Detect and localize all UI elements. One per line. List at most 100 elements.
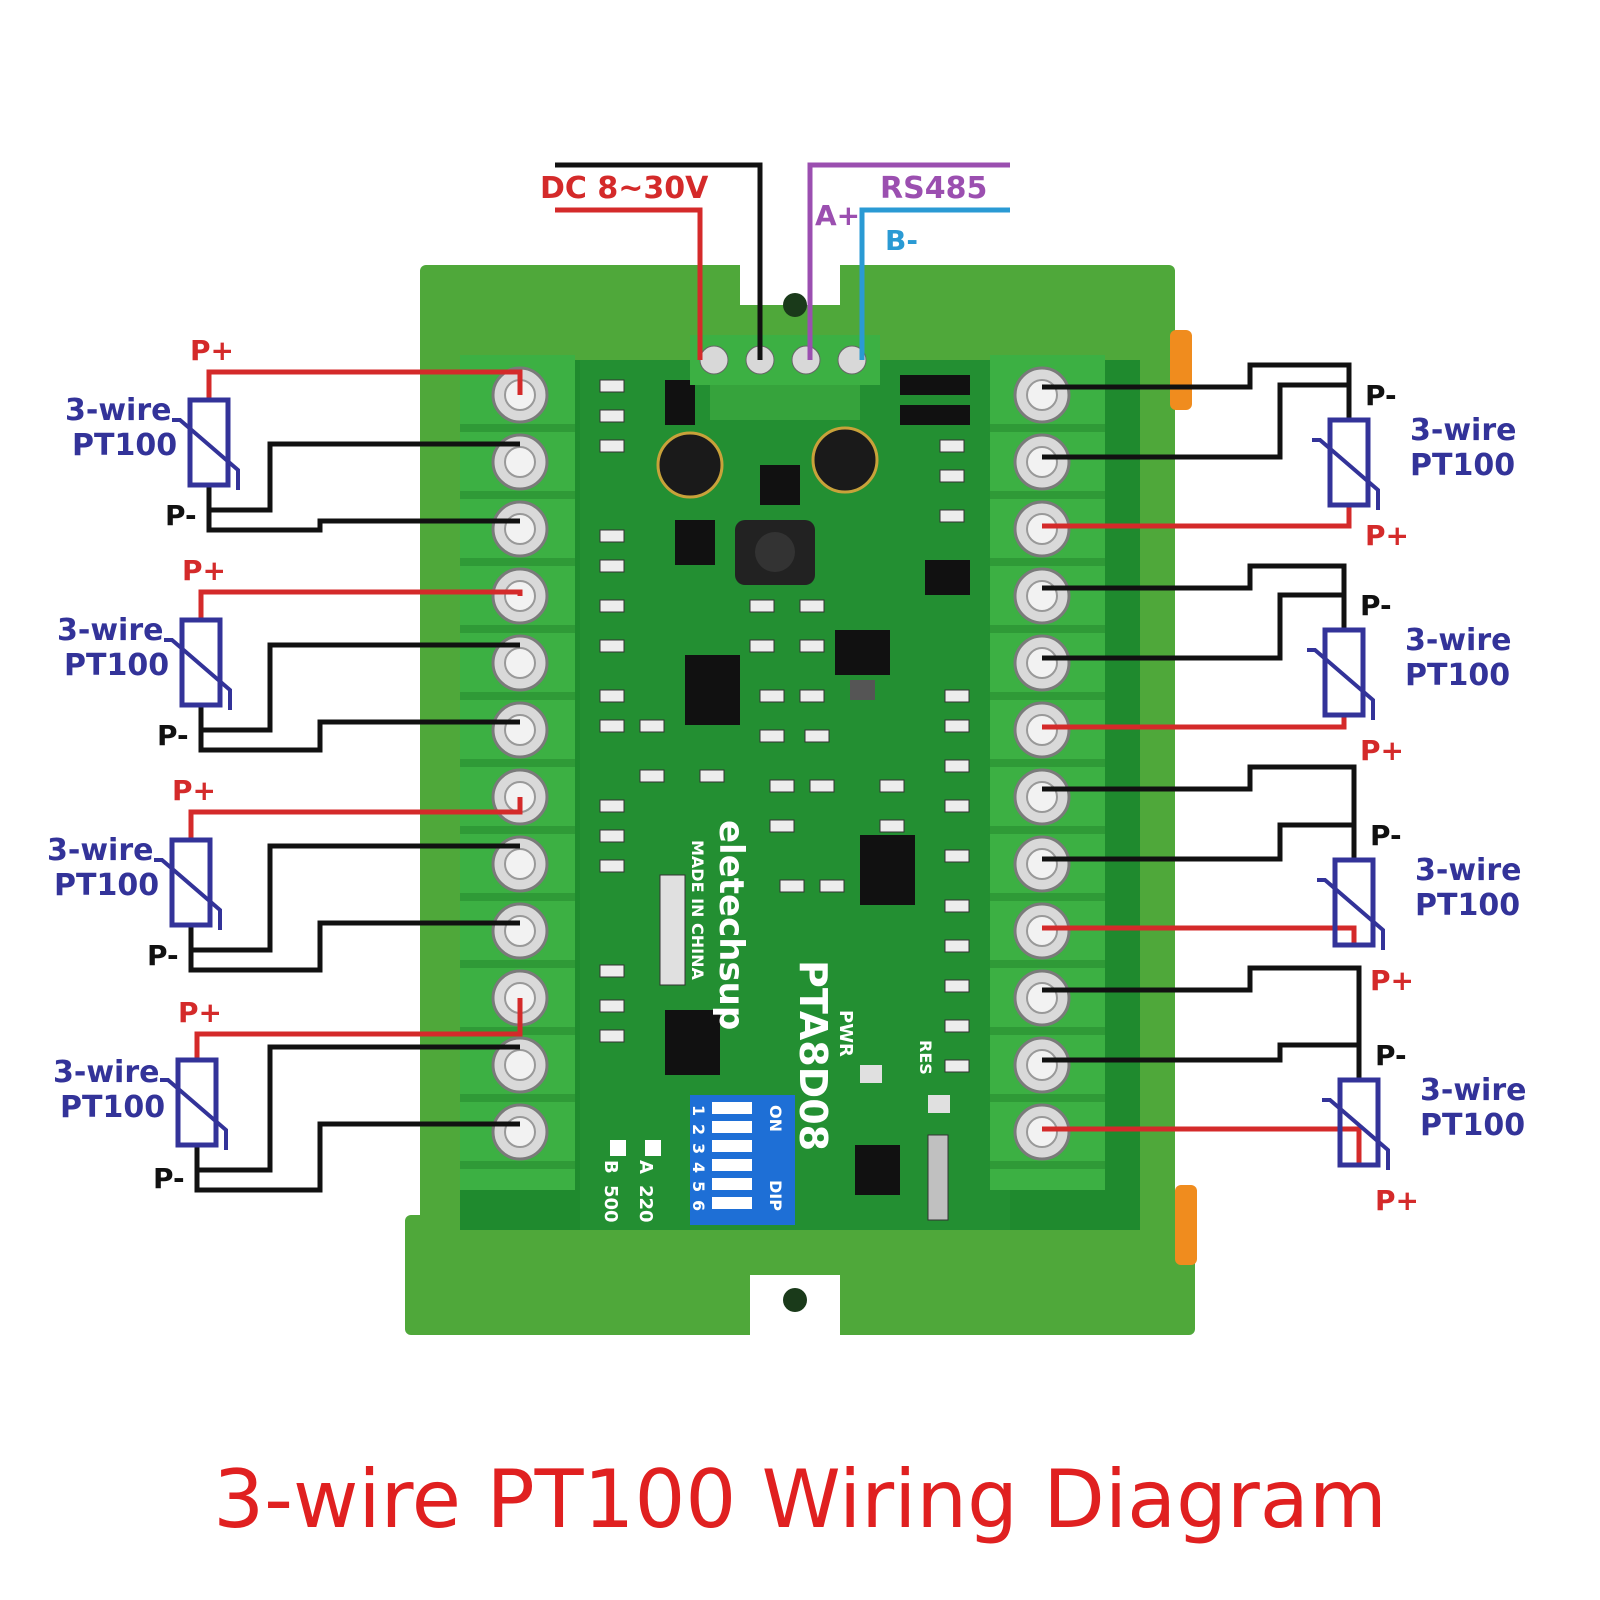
wire-p-minus-a [1042, 965, 1362, 1080]
wire-p-plus [1042, 1126, 1362, 1165]
smd-component [799, 599, 825, 613]
smd-component [804, 729, 830, 743]
smd-component [944, 1019, 970, 1033]
dip-key[interactable] [712, 1197, 752, 1209]
sensor-model-label: PT100 [1420, 1108, 1525, 1143]
smd-component [749, 599, 775, 613]
sensors-left: P+P-3-wirePT100P+P-3-wirePT100P+P-3-wire… [47, 334, 523, 1195]
wire-p-plus [1042, 925, 1357, 945]
origin-text: MADE IN CHINA [688, 840, 707, 980]
smd-component [939, 469, 965, 483]
terminal-divider [990, 893, 1105, 901]
power-rs485-connector [690, 335, 880, 420]
power-label: DC 8~30V [540, 171, 709, 206]
power-rs485-wires [555, 162, 1010, 360]
wire-p-minus-b [201, 642, 520, 733]
thermistor-arrow [160, 1078, 228, 1150]
dip-key[interactable] [712, 1178, 752, 1190]
terminal-divider [990, 491, 1105, 499]
thermistor-arrow [154, 858, 222, 930]
smd-component [769, 819, 795, 833]
rs485-b-label: B- [885, 224, 918, 257]
p-plus-label: P+ [172, 774, 216, 807]
wire-p-plus [198, 589, 523, 620]
baud-220-text: 220 [635, 1185, 656, 1223]
thermistor-arrow [1307, 648, 1375, 720]
pt100-resistor-symbol [1327, 417, 1371, 508]
baud-a-text: A [635, 1160, 656, 1174]
dip-number: 6 [689, 1200, 708, 1211]
p-minus-label: P- [1360, 589, 1392, 622]
terminal-divider [990, 558, 1105, 566]
terminal-divider [990, 1094, 1105, 1102]
smd-component [639, 719, 665, 733]
sensor-type-label: 3-wire [1405, 623, 1511, 658]
smd-parts [599, 379, 970, 1073]
wire-p-plus [206, 369, 523, 400]
sensor-type-label: 3-wire [1420, 1073, 1526, 1108]
smd-component [939, 439, 965, 453]
sensor-model-label: PT100 [60, 1090, 165, 1125]
smd-component [599, 599, 625, 613]
terminal-divider [990, 625, 1105, 633]
dip-key[interactable] [712, 1121, 752, 1133]
model-text: PTA8D08 [791, 960, 835, 1151]
terminal-divider [460, 424, 575, 432]
smd-component [599, 964, 625, 978]
pcb-labels: eletechsup MADE IN CHINA PTA8D08 PWR RES [688, 820, 935, 1151]
terminal-block-right [990, 355, 1105, 1190]
sensor-type-label: 3-wire [1410, 413, 1516, 448]
sensor-type-label: 3-wire [53, 1055, 159, 1090]
smd-component [599, 1029, 625, 1043]
thermistor-arrow [1322, 1098, 1390, 1170]
dip-key[interactable] [712, 1159, 752, 1171]
wire-p-minus-b [1042, 1042, 1359, 1063]
p-minus-label: P- [157, 719, 189, 752]
terminal-divider [460, 1094, 575, 1102]
sensor-model-label: PT100 [64, 648, 169, 683]
res-text: RES [916, 1040, 935, 1075]
dip-key[interactable] [712, 1102, 752, 1114]
smd-component [944, 939, 970, 953]
smd-component [799, 639, 825, 653]
p-plus-label: P+ [1370, 964, 1414, 997]
p-minus-label: P- [147, 939, 179, 972]
dip-number: 2 [689, 1124, 708, 1135]
sensor-model-label: PT100 [1405, 658, 1510, 693]
p-minus-label: P- [1370, 819, 1402, 852]
p-minus-label: P- [153, 1162, 185, 1195]
smd-component [599, 529, 625, 543]
smd-component [769, 779, 795, 793]
thermistor-arrow [1317, 878, 1385, 950]
dip-number: 4 [689, 1162, 708, 1173]
p-minus-label: P- [1365, 379, 1397, 412]
p-plus-label: P+ [190, 334, 234, 367]
smd-component [599, 829, 625, 843]
p-plus-label: P+ [1375, 1184, 1419, 1217]
smd-component [599, 559, 625, 573]
terminal-divider [460, 893, 575, 901]
terminal-divider [990, 424, 1105, 432]
baud-labels: A 220 B 500 [600, 1160, 656, 1223]
smd-component [939, 509, 965, 523]
wire-p-minus-a [198, 705, 520, 753]
terminal-divider [460, 759, 575, 767]
smd-component [759, 689, 785, 703]
smd-component [759, 729, 785, 743]
pt100-resistor-symbol [187, 397, 231, 488]
sensor-type-label: 3-wire [47, 833, 153, 868]
wire-p-minus-b [1042, 822, 1354, 862]
rs485-a-label: A+ [815, 199, 860, 232]
sensor-model-label: PT100 [1410, 448, 1515, 483]
smd-component [599, 689, 625, 703]
pt100-resistor-symbol [175, 1057, 219, 1148]
dip-key[interactable] [712, 1140, 752, 1152]
thermistor-arrow [172, 418, 240, 490]
p-plus-label: P+ [182, 554, 226, 587]
sensors-right: P-P+3-wirePT100P-P+3-wirePT100P-P+3-wire… [1042, 362, 1526, 1217]
